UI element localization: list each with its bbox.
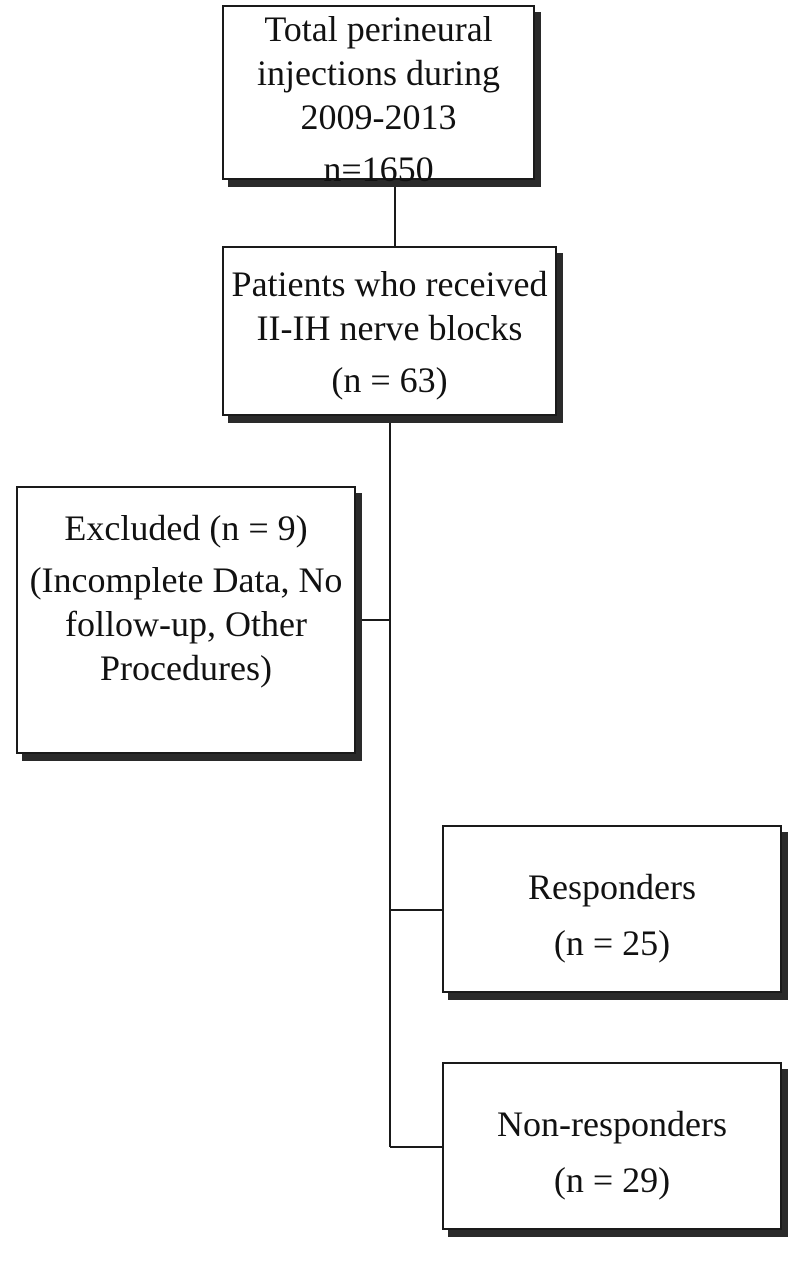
patients-line-2: II-IH nerve blocks bbox=[256, 308, 523, 348]
excluded-detail: (Incomplete Data, No follow-up, Other Pr… bbox=[18, 558, 354, 690]
excluded-title: Excluded (n = 9) bbox=[64, 508, 308, 548]
nonresponders-label: Non-responders bbox=[497, 1104, 727, 1144]
patients-count: (n = 63) bbox=[331, 360, 448, 400]
excluded-detail-line-2: follow-up, Other bbox=[65, 604, 307, 644]
nonresponders-box: Non-responders (n = 29) bbox=[442, 1062, 782, 1230]
nonresponders-count: (n = 29) bbox=[553, 1160, 671, 1200]
total-injections-line-1: Total perineural bbox=[264, 9, 493, 49]
responders-label: Responders bbox=[528, 867, 696, 907]
patients-line-1: Patients who received bbox=[231, 264, 548, 304]
patients-received-blocks-box: Patients who received II-IH nerve blocks… bbox=[222, 246, 557, 416]
responders-box: Responders (n = 25) bbox=[442, 825, 782, 993]
excluded-detail-line-1: (Incomplete Data, No bbox=[29, 560, 343, 600]
total-injections-count: n=1650 bbox=[323, 149, 434, 189]
total-injections-box: Total perineural injections during 2009-… bbox=[222, 5, 535, 189]
responders-count: (n = 25) bbox=[553, 923, 671, 963]
total-injections-line-2: injections during bbox=[257, 53, 500, 93]
excluded-box: Excluded (n = 9) (Incomplete Data, No fo… bbox=[16, 486, 356, 754]
excluded-detail-line-3: Procedures) bbox=[100, 648, 272, 688]
total-injections-line-3: 2009-2013 bbox=[300, 97, 457, 137]
